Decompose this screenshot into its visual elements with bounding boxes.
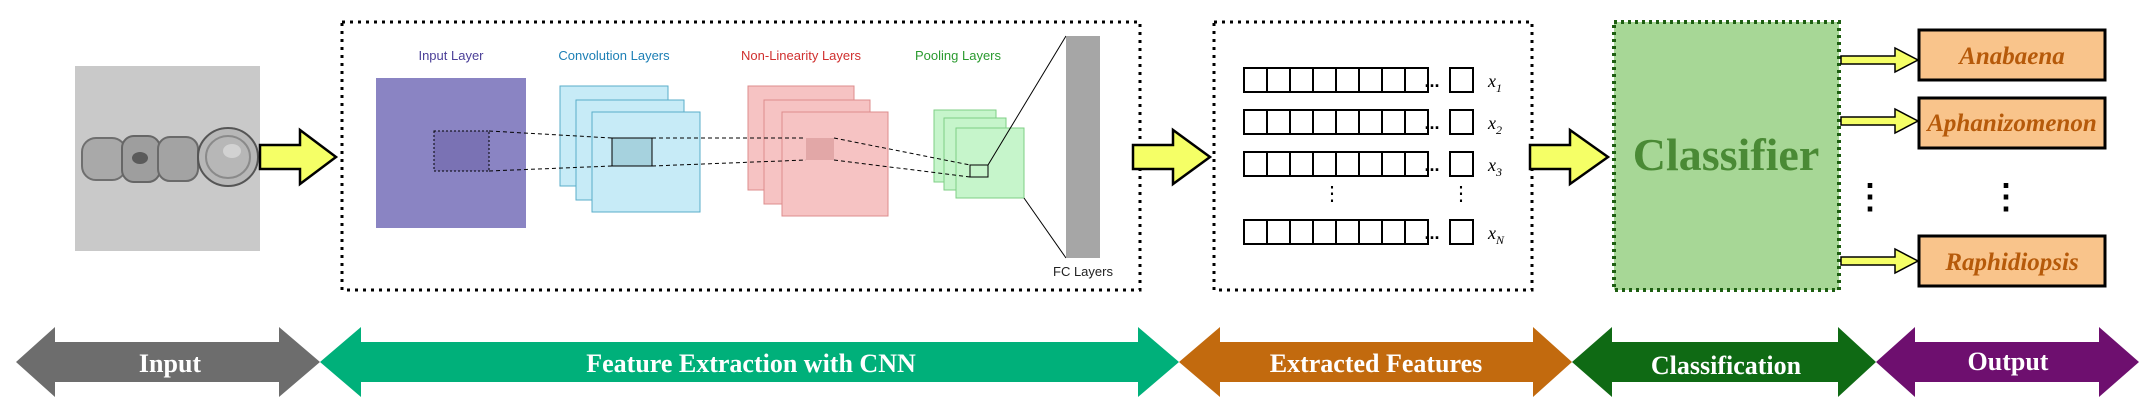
output-arrows <box>1840 46 1920 275</box>
feature-ellipsis: ... <box>1424 113 1439 133</box>
feature-rows: ... x1... x2... x3... xN <box>1243 67 1505 247</box>
feature-cell <box>1266 67 1291 93</box>
flow-arrow-3 <box>1528 127 1611 187</box>
pooling-layers <box>933 109 1025 199</box>
fc-layers-label: FC Layers <box>1053 264 1113 279</box>
features-box <box>1212 20 1534 292</box>
feature-row: ... x2 <box>1243 109 1502 137</box>
feature-ellipsis: ... <box>1424 223 1439 243</box>
pooling-layers-label: Pooling Layers <box>915 48 1001 63</box>
feature-cell <box>1404 151 1429 177</box>
input-layer <box>376 78 526 228</box>
feature-label: x1 <box>1487 71 1502 95</box>
feature-cell <box>1243 109 1268 135</box>
feature-cell-last <box>1449 151 1474 177</box>
feature-label: x2 <box>1487 113 1502 137</box>
feature-vdots-right: ⋮ <box>1451 183 1471 205</box>
classifier-box <box>1612 20 1841 292</box>
feature-cell <box>1243 151 1268 177</box>
feature-cell <box>1312 151 1337 177</box>
feature-cell <box>1381 109 1406 135</box>
output-label-1: Anabaena <box>1957 43 2065 70</box>
non-linearity-layers-label: Non-Linearity Layers <box>741 48 861 63</box>
feature-cell <box>1358 151 1383 177</box>
feature-cell <box>1404 67 1429 93</box>
feature-row: ... x3 <box>1243 151 1502 179</box>
cnn-box <box>340 20 1142 292</box>
stage-arrow-classification <box>1572 327 1876 397</box>
output-box-1 <box>1917 28 2107 82</box>
feature-cell <box>1404 219 1429 245</box>
output-arrow-3 <box>1840 247 1920 275</box>
feature-cell-last <box>1449 109 1474 135</box>
output-box-3 <box>1917 234 2107 288</box>
stage-label-extracted-features: Extracted Features <box>1270 349 1483 378</box>
feature-ellipsis: ... <box>1424 71 1439 91</box>
feature-cell <box>1335 219 1360 245</box>
output-label-3: Raphidiopsis <box>1944 249 2078 276</box>
feature-cell <box>1289 151 1314 177</box>
stage-arrow-input <box>16 327 320 397</box>
feature-cell-last <box>1449 67 1474 93</box>
feature-cell <box>1312 109 1337 135</box>
input-layer-label: Input Layer <box>418 48 484 63</box>
stage-label-input: Input <box>139 349 201 378</box>
feature-cell <box>1266 151 1291 177</box>
non-linearity-layers <box>747 85 889 217</box>
feature-cell <box>1243 67 1268 93</box>
cell-chain <box>81 127 259 187</box>
feature-cell <box>1266 109 1291 135</box>
feature-cell <box>1312 67 1337 93</box>
output-label-2: Aphanizomenon <box>1925 110 2097 137</box>
convolution-layers <box>559 85 701 213</box>
feature-cell <box>1381 219 1406 245</box>
feature-cell <box>1404 109 1429 135</box>
feature-cell <box>1335 109 1360 135</box>
feature-ellipsis: ... <box>1424 155 1439 175</box>
flow-arrow-1 <box>258 127 339 187</box>
feature-cell <box>1335 67 1360 93</box>
stage-label-feature-extraction: Feature Extraction with CNN <box>586 349 916 378</box>
fc-layers <box>1066 36 1100 258</box>
feature-cell <box>1312 219 1337 245</box>
stage-labels: Input Feature Extraction with CNN Extrac… <box>139 347 2049 380</box>
feature-row: ... xN <box>1243 219 1505 247</box>
feature-cell <box>1243 219 1268 245</box>
stage-arrow-extracted-features <box>1179 327 1572 397</box>
output-arrow-2 <box>1840 107 1920 135</box>
feature-cell-last <box>1449 219 1474 245</box>
output-vdots: ⋮ <box>1989 178 2023 216</box>
stage-arrow-feature-extraction <box>320 327 1179 397</box>
feature-cell <box>1289 219 1314 245</box>
feature-vdots-left: ⋮ <box>1322 183 1342 205</box>
feature-cell <box>1335 151 1360 177</box>
convolution-layers-label: Convolution Layers <box>558 48 670 63</box>
feature-cell <box>1289 109 1314 135</box>
feature-cell <box>1358 109 1383 135</box>
feature-cell <box>1358 67 1383 93</box>
classifier-label: Classifier <box>1633 129 1820 180</box>
feature-cell <box>1381 67 1406 93</box>
projection-lines <box>488 35 1067 259</box>
stage-label-classification: Classification <box>1651 351 1802 380</box>
stage-arrows <box>16 327 2139 397</box>
feature-cell <box>1381 151 1406 177</box>
input-image <box>75 66 260 251</box>
feature-label: xN <box>1487 223 1505 247</box>
output-box-2 <box>1917 96 2107 150</box>
feature-label: x3 <box>1487 155 1502 179</box>
feature-cell <box>1289 67 1314 93</box>
feature-row: ... x1 <box>1243 67 1502 95</box>
output-arrow-1 <box>1840 46 1920 74</box>
stage-label-output: Output <box>1968 347 2049 376</box>
feature-cell <box>1358 219 1383 245</box>
flow-arrow-2 <box>1131 127 1213 187</box>
stage-arrow-output <box>1876 327 2139 397</box>
feature-cell <box>1266 219 1291 245</box>
classifier-vdots: ⋮ <box>1853 178 1887 216</box>
output-boxes: Anabaena Aphanizomenon Raphidiopsis <box>1917 28 2107 288</box>
